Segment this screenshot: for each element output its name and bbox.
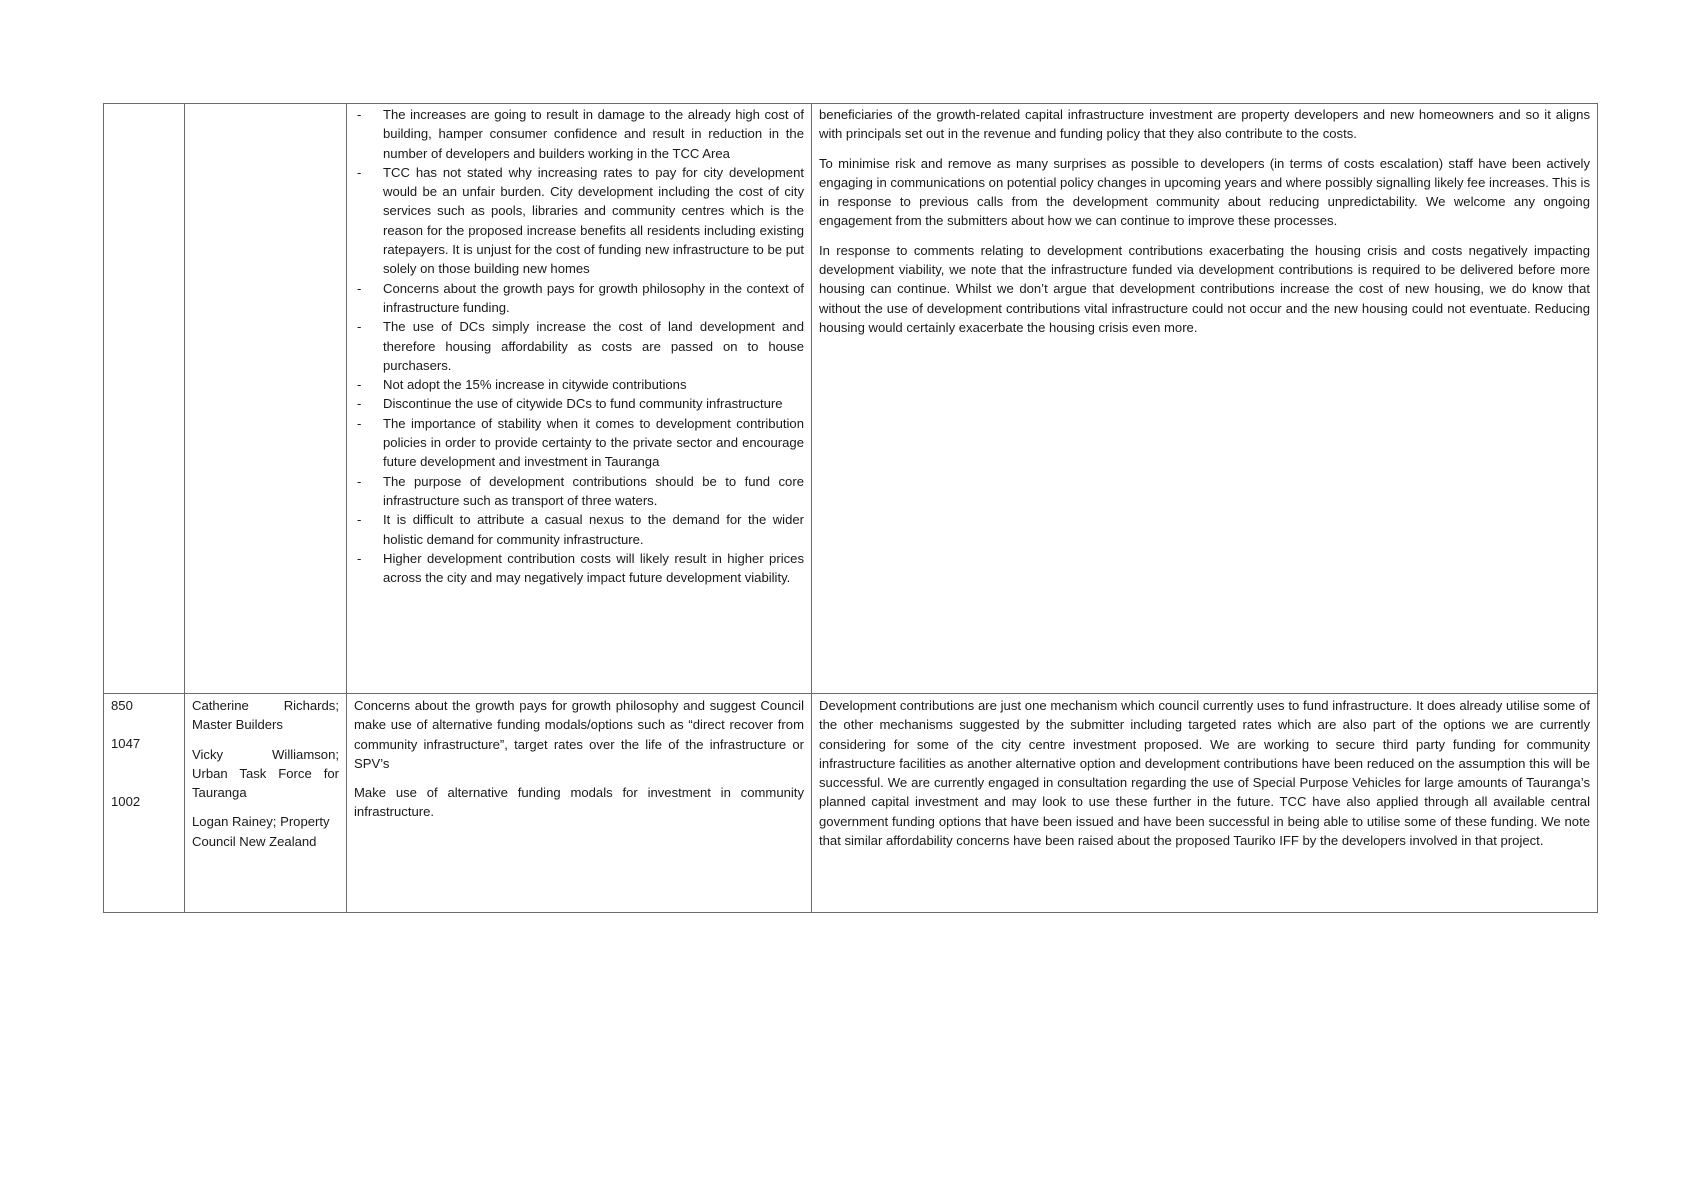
list-item: -The purpose of development contribution… xyxy=(357,473,804,508)
list-item: -The importance of stability when it com… xyxy=(357,415,804,470)
list-item: -The use of DCs simply increase the cost… xyxy=(357,319,804,373)
submitter-name-cell: Catherine Richards; Master Builders Vick… xyxy=(184,693,347,913)
submitter-name-cell xyxy=(184,103,347,694)
submitter-name: Vicky Williamson; Urban Task Force for T… xyxy=(192,746,339,801)
list-item: -It is difficult to attribute a casual n… xyxy=(357,512,804,547)
list-item: -Discontinue the use of citywide DCs to … xyxy=(357,396,783,412)
response-paragraph: In response to comments relating to deve… xyxy=(819,242,1590,335)
summary-paragraph: Concerns about the growth pays for growt… xyxy=(354,698,804,771)
response-paragraph: beneficiaries of the growth-related capi… xyxy=(819,107,1590,142)
table-row: 850 1047 1002 Catherine Richards; Master… xyxy=(103,693,1598,913)
submitter-id-cell: 850 1047 1002 xyxy=(103,693,185,913)
list-item: -Not adopt the 15% increase in citywide … xyxy=(357,377,687,393)
list-item: -Higher development contribution costs w… xyxy=(357,550,804,586)
list-item: -The increases are going to result in da… xyxy=(357,107,804,161)
summary-cell: -The increases are going to result in da… xyxy=(346,103,812,694)
summary-paragraph: Make use of alternative funding modals f… xyxy=(354,785,804,820)
list-item: -TCC has not stated why increasing rates… xyxy=(357,164,804,277)
submissions-table: -The increases are going to result in da… xyxy=(103,103,1598,913)
submitter-id: 1002 xyxy=(111,793,141,809)
submitter-id-cell xyxy=(103,103,185,694)
response-paragraph: Development contributions are just one m… xyxy=(819,698,1590,849)
response-cell: Development contributions are just one m… xyxy=(811,693,1598,913)
summary-cell: Concerns about the growth pays for growt… xyxy=(346,693,812,913)
response-cell: beneficiaries of the growth-related capi… xyxy=(811,103,1598,694)
submitter-id-list: 850 1047 1002 xyxy=(111,696,177,811)
response-paragraph: To minimise risk and remove as many surp… xyxy=(819,155,1590,229)
list-item: -Concerns about the growth pays for grow… xyxy=(357,280,804,315)
submitter-id: 1047 xyxy=(111,736,141,752)
submitter-name: Logan Rainey; Property Council New Zeala… xyxy=(192,814,330,849)
summary-bullet-list: -The increases are going to result in da… xyxy=(354,105,804,587)
submitter-name: Catherine Richards; Master Builders xyxy=(192,698,339,733)
submitter-id: 850 xyxy=(111,698,133,713)
table-row: -The increases are going to result in da… xyxy=(103,103,1598,694)
